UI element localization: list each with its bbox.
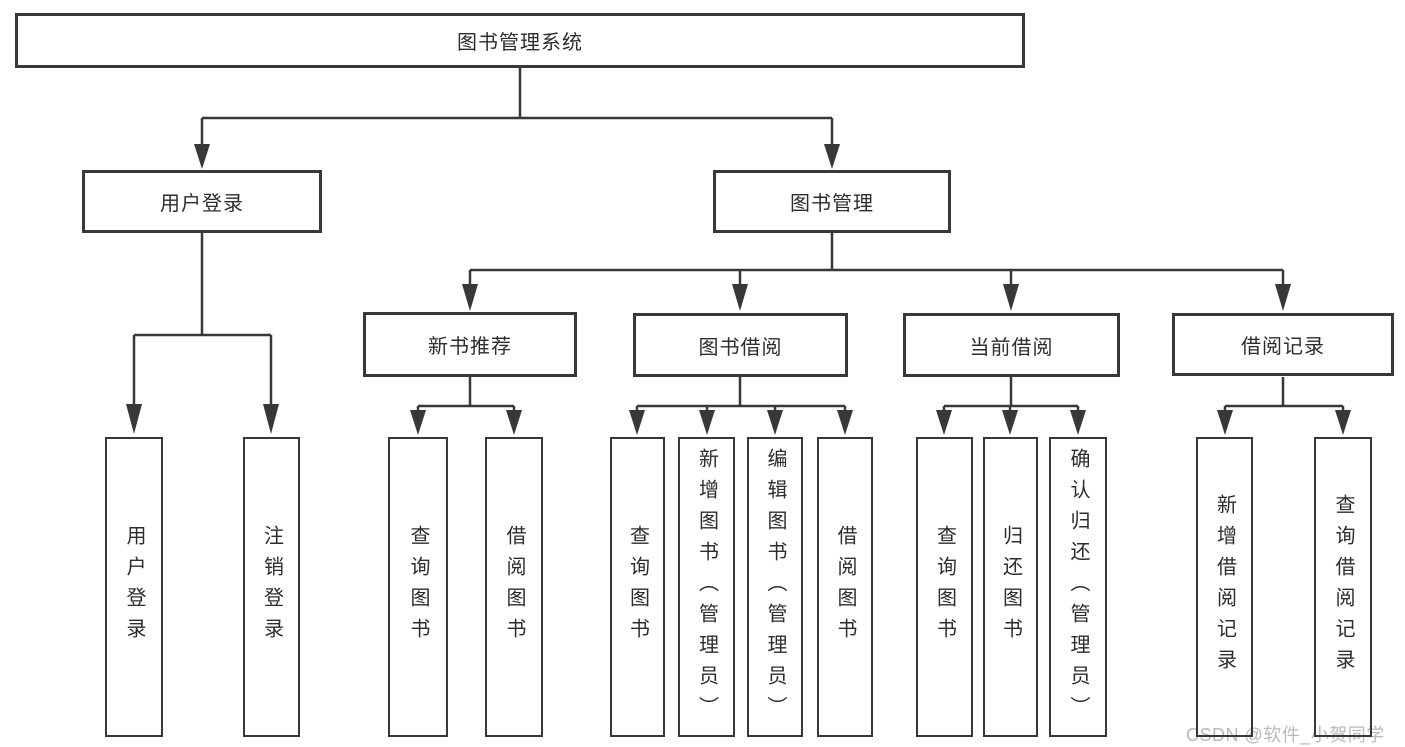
leaf-label: 借阅图书: [834, 525, 856, 649]
leaf-label: 查询图书: [626, 525, 649, 649]
leaf-label: 查询图书: [407, 525, 429, 649]
leaf-query-books-current: 查询图书: [916, 437, 973, 737]
node-book-borrow: 图书借阅: [633, 313, 848, 377]
node-label: 新书推荐: [428, 336, 512, 358]
node-label: 当前借阅: [969, 336, 1054, 359]
leaf-label: 归还图书: [999, 525, 1022, 649]
node-label: 用户登录: [160, 193, 244, 215]
leaf-return-book: 归还图书: [983, 437, 1038, 737]
node-user-login: 用户登录: [82, 170, 322, 233]
leaf-label: 确认归还（管理员）: [1067, 447, 1089, 727]
node-new-book-recommend: 新书推荐: [363, 312, 577, 377]
node-root-library-system: 图书管理系统: [15, 13, 1025, 68]
node-current-borrow: 当前借阅: [903, 313, 1120, 377]
leaf-add-borrow-record: 新增借阅记录: [1196, 437, 1253, 737]
leaf-label: 用户登录: [123, 525, 145, 649]
leaf-logout: 注销登录: [243, 437, 300, 737]
node-label: 借阅记录: [1241, 336, 1325, 358]
leaf-label: 查询借阅记录: [1332, 494, 1354, 680]
leaf-query-books-borrow: 查询图书: [610, 437, 665, 737]
leaf-label: 新增借阅记录: [1213, 494, 1236, 680]
node-label: 图书管理系统: [457, 32, 583, 54]
leaf-borrow-books-borrow: 借阅图书: [817, 437, 873, 737]
node-borrow-records: 借阅记录: [1172, 313, 1394, 376]
leaf-label: 新增图书（管理员）: [695, 447, 718, 727]
node-label: 图书管理: [790, 193, 874, 215]
leaf-add-book-admin: 新增图书（管理员）: [678, 437, 735, 737]
csdn-watermark: CSDN @软件_小贺同学: [1186, 725, 1385, 745]
leaf-label: 借阅图书: [503, 525, 525, 649]
leaf-query-borrow-record: 查询借阅记录: [1314, 437, 1372, 737]
leaf-edit-book-admin: 编辑图书（管理员）: [747, 437, 803, 737]
leaf-label: 查询图书: [933, 525, 956, 649]
leaf-query-books-recommend: 查询图书: [388, 437, 448, 737]
leaf-label: 注销登录: [260, 525, 283, 649]
node-book-management: 图书管理: [713, 170, 951, 233]
leaf-user-login: 用户登录: [105, 437, 163, 737]
leaf-borrow-books-recommend: 借阅图书: [485, 437, 543, 737]
leaf-confirm-return-admin: 确认归还（管理员）: [1049, 437, 1107, 737]
node-label: 图书借阅: [698, 336, 783, 359]
leaf-label: 编辑图书（管理员）: [764, 447, 786, 727]
